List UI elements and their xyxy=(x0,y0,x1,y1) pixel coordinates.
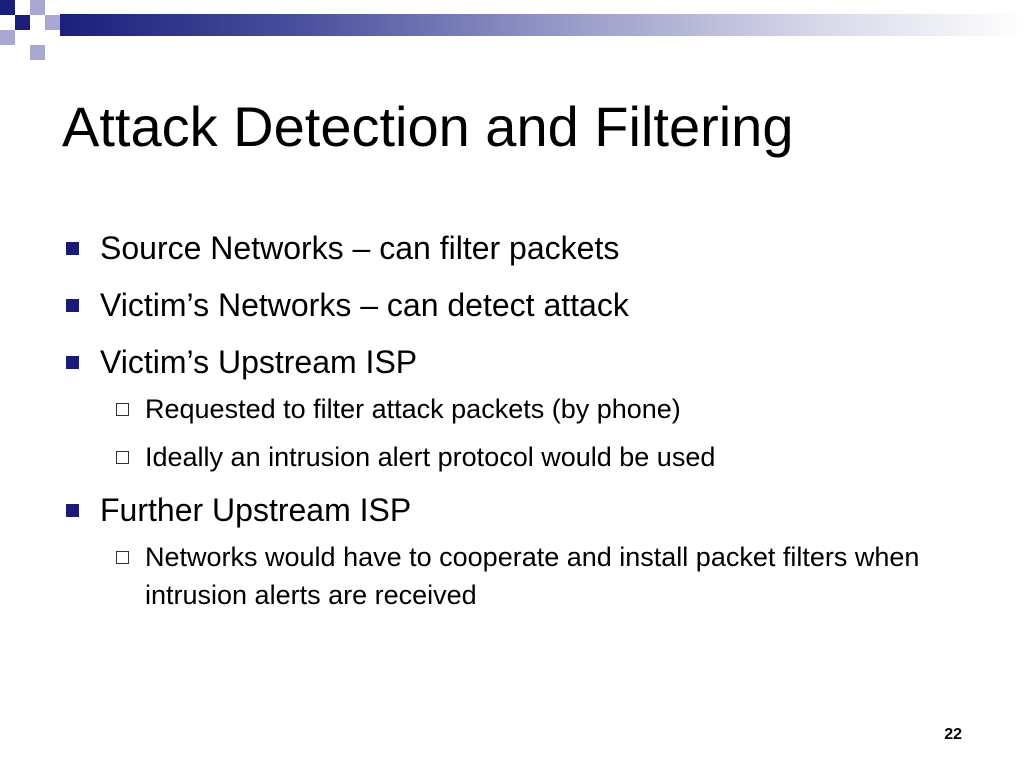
top-gradient-bar xyxy=(60,14,1024,36)
bullet-text: Further Upstream ISP xyxy=(100,492,412,528)
sub-bullet-item: Networks would have to cooperate and ins… xyxy=(114,538,982,614)
corner-square-decoration xyxy=(45,15,60,30)
corner-square-decoration xyxy=(30,0,45,15)
corner-square-decoration xyxy=(0,30,15,45)
sub-bullet-item: Ideally an intrusion alert protocol woul… xyxy=(114,438,982,476)
bullet-list: Source Networks – can filter packets Vic… xyxy=(62,228,982,628)
filled-square-bullet-icon xyxy=(66,504,79,517)
sub-bullet-text: Networks would have to cooperate and ins… xyxy=(145,542,920,610)
sub-bullet-list: Requested to filter attack packets (by p… xyxy=(62,390,982,476)
filled-square-bullet-icon xyxy=(66,356,79,369)
sub-bullet-text: Requested to filter attack packets (by p… xyxy=(145,394,681,424)
hollow-square-bullet-icon xyxy=(116,403,129,416)
slide-title: Attack Detection and Filtering xyxy=(62,95,794,158)
page-number: 22 xyxy=(944,726,962,743)
bullet-text: Victim’s Upstream ISP xyxy=(100,344,418,380)
corner-square-decoration xyxy=(30,45,45,60)
bullet-item: Further Upstream ISP xyxy=(62,490,982,530)
bullet-item: Source Networks – can filter packets xyxy=(62,228,982,268)
sub-bullet-item: Requested to filter attack packets (by p… xyxy=(114,390,982,428)
corner-square-decoration xyxy=(0,0,15,15)
sub-bullet-list: Networks would have to cooperate and ins… xyxy=(62,538,982,614)
filled-square-bullet-icon xyxy=(66,242,79,255)
sub-bullet-text: Ideally an intrusion alert protocol woul… xyxy=(145,442,716,472)
hollow-square-bullet-icon xyxy=(116,551,129,564)
bullet-text: Victim’s Networks – can detect attack xyxy=(100,287,629,323)
bullet-item: Victim’s Networks – can detect attack xyxy=(62,285,982,325)
bullet-item: Victim’s Upstream ISP xyxy=(62,342,982,382)
hollow-square-bullet-icon xyxy=(116,451,129,464)
corner-square-decoration xyxy=(15,15,30,30)
filled-square-bullet-icon xyxy=(66,299,79,312)
bullet-text: Source Networks – can filter packets xyxy=(100,230,620,266)
